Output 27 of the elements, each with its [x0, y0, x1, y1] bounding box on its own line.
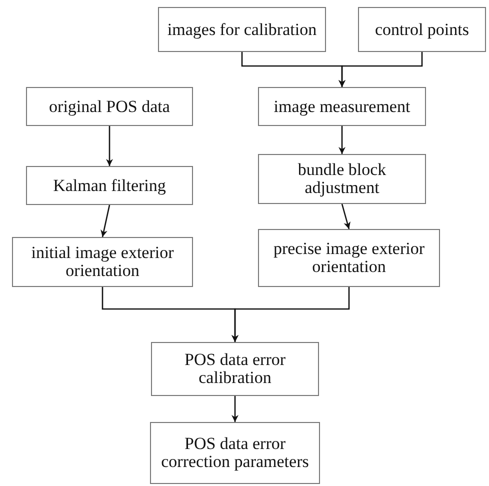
box-label: control points: [375, 20, 469, 38]
process-box: [12, 237, 193, 287]
arrow: [338, 126, 346, 154]
process-box: [26, 166, 193, 205]
process-box: [151, 342, 319, 396]
box-label: initial image exterior orientation: [30, 244, 175, 280]
process-box: [258, 87, 426, 126]
process-box: [150, 422, 320, 484]
arrow: [100, 204, 110, 238]
box-label: POS data error calibration: [183, 351, 287, 387]
arrow: [106, 126, 113, 166]
box-label: Kalman filtering: [53, 176, 166, 194]
box-label: bundle block adjustment: [296, 161, 388, 197]
arrow: [341, 204, 350, 230]
process-box: [158, 7, 326, 52]
box-label: POS data error correction parameters: [160, 435, 310, 471]
arrow: [232, 396, 238, 422]
process-box: [358, 7, 486, 52]
arrow: [232, 287, 350, 342]
arrow: [338, 52, 423, 87]
box-label: image measurement: [274, 98, 410, 116]
process-box: [26, 87, 193, 126]
box-label: images for calibration: [167, 20, 317, 38]
box-label: precise image exterior orientation: [272, 240, 426, 276]
process-box: [258, 154, 426, 204]
process-box: [258, 229, 440, 287]
box-label: original POS data: [49, 98, 170, 116]
